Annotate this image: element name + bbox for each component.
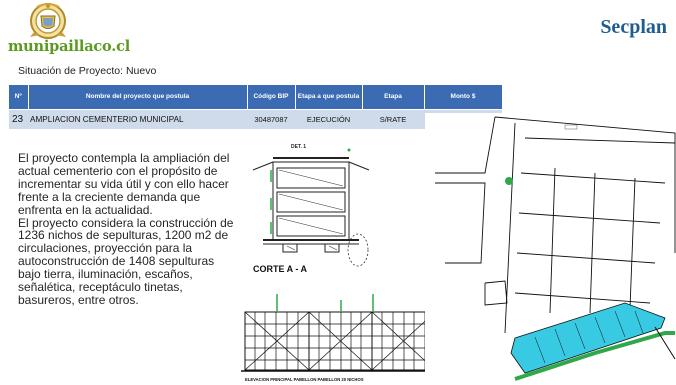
- crest-icon: [30, 3, 66, 39]
- cell-bip-code: 30487087: [247, 109, 295, 129]
- col-header-stage: Etapa: [362, 85, 425, 110]
- description-paragraph-1: El proyecto contempla la ampliación del …: [18, 151, 230, 217]
- col-header-name: Nombre del proyecto que postula: [28, 85, 248, 110]
- section-label: CORTE A - A: [253, 264, 307, 274]
- cell-stage-applied: EJECUCIÓN: [295, 109, 362, 129]
- cell-name: AMPLIACION CEMENTERIO MUNICIPAL: [28, 109, 247, 129]
- municipality-logo: [10, 2, 120, 54]
- logo-text-main: munipaillaco: [8, 38, 112, 55]
- project-situation: Situación de Proyecto: Nuevo: [18, 65, 157, 77]
- elevation-label: ELEVACION PRINCIPAL PABELLON PABELLON 20…: [245, 377, 364, 382]
- brand-title: Secplan: [600, 16, 667, 38]
- elevation-drawing: ELEVACION PRINCIPAL PABELLON PABELLON 20…: [241, 294, 441, 382]
- project-description: El proyecto contempla la ampliación del …: [18, 152, 240, 307]
- col-header-bip-code: Código BIP: [247, 85, 296, 110]
- cell-number: 23: [9, 109, 28, 129]
- site-plan: [425, 113, 676, 385]
- col-header-stage-applied: Etapa a que postula: [295, 85, 363, 110]
- col-header-number: Nº: [9, 85, 29, 110]
- cell-stage: S/RATE: [362, 109, 424, 129]
- description-paragraph-2: El proyecto considera la construcción de…: [18, 215, 234, 307]
- col-header-amount: Monto $: [424, 85, 503, 110]
- logo-text-suffix: .cl: [111, 38, 131, 55]
- section-drawing: DET. 1 CORTE A - A: [252, 144, 370, 274]
- logo-text: munipaillaco.cl: [8, 38, 130, 55]
- table-header-row: Nº Nombre del proyecto que postula Códig…: [9, 85, 503, 110]
- section-marker: DET. 1: [291, 144, 306, 150]
